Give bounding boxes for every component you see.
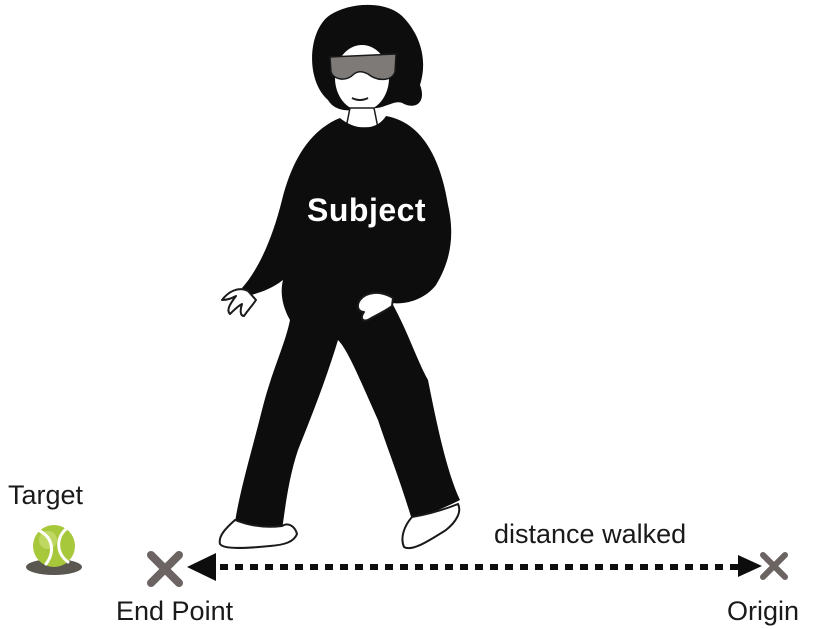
end-point-x-icon [147,551,183,587]
subject-label: Subject [307,192,427,228]
end-point-label: End Point [116,596,234,626]
distance-label: distance walked [494,519,687,549]
distance-arrow [187,553,762,581]
goggles [329,53,397,81]
right-foot [401,502,461,550]
right-hand [356,292,394,322]
target-label: Target [8,480,84,510]
tennis-ball-icon [26,525,82,575]
arrowhead-left-icon [187,553,216,581]
left-foot [218,518,299,549]
subject-figure [218,4,461,550]
arrowhead-right-icon [738,555,762,577]
body [235,116,460,530]
origin-x-icon [760,552,788,580]
origin-label: Origin [727,596,800,626]
left-hand [221,288,257,317]
